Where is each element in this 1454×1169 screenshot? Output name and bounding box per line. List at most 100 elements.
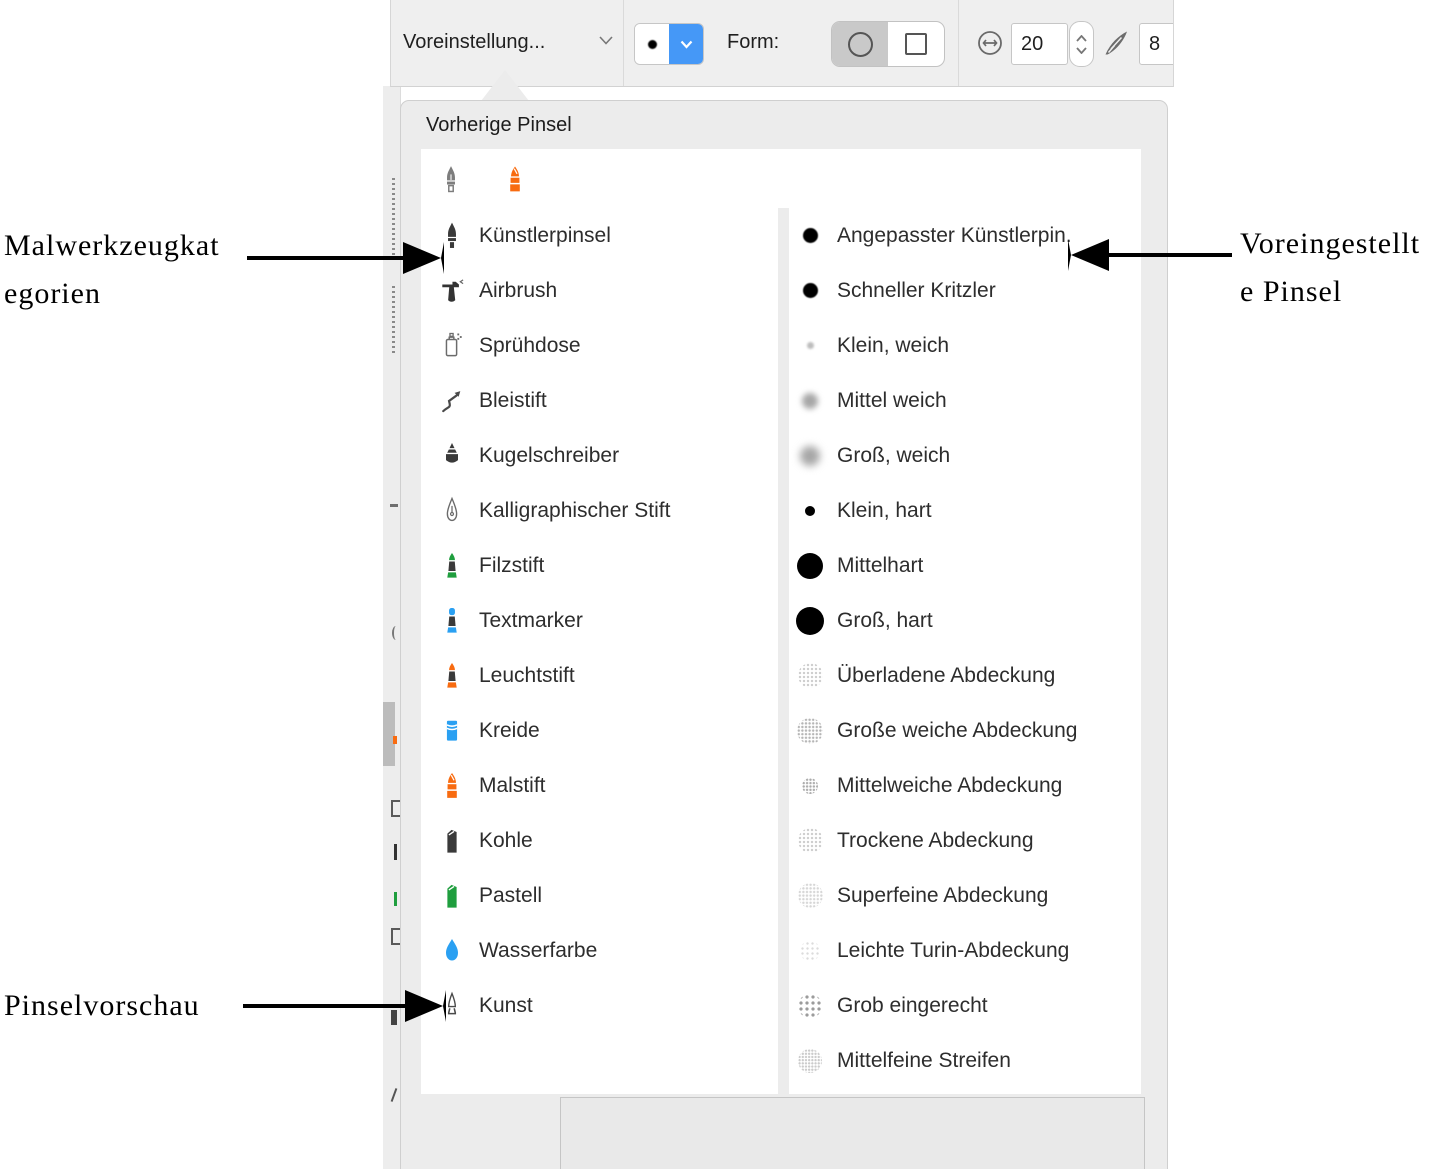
preset-icon-cell xyxy=(793,272,827,310)
preset-icon-cell xyxy=(793,822,827,860)
category-row[interactable]: Airbrush xyxy=(421,263,778,318)
preset-icon-cell xyxy=(793,437,827,475)
preset-icon-cell xyxy=(793,492,827,530)
toolbar-separator xyxy=(958,0,959,86)
category-row[interactable]: Kugelschreiber xyxy=(421,428,778,483)
category-row[interactable]: Kalligraphischer Stift xyxy=(421,483,778,538)
toolbox-strip-fragment xyxy=(390,504,398,507)
toolbox-strip-fragment xyxy=(391,928,400,945)
category-row[interactable]: Malstift xyxy=(421,758,778,813)
preset-row[interactable]: Superfeine Abdeckung xyxy=(789,868,1141,923)
preset-icon-cell xyxy=(793,712,827,750)
preset-icon-cell xyxy=(793,217,827,255)
hard-large-dot-icon xyxy=(797,552,823,579)
preset-dropdown[interactable]: Voreinstellung... xyxy=(391,0,623,86)
feather-value: 8 xyxy=(1149,32,1161,55)
category-row[interactable]: Künstlerpinsel xyxy=(421,208,778,263)
preset-row[interactable]: Trockene Abdeckung xyxy=(789,813,1141,868)
category-row[interactable]: Kreide xyxy=(421,703,778,758)
brush-preview-area xyxy=(560,1097,1145,1169)
feather-input[interactable]: 8 xyxy=(1139,23,1173,65)
preset-label: Angepasster Künstlerpin. xyxy=(837,223,1072,247)
preset-row[interactable]: Klein, weich xyxy=(789,318,1141,373)
stroke-width-value: 20 xyxy=(1021,32,1044,55)
speckle-sparse-icon xyxy=(800,940,820,961)
category-row[interactable]: Pastell xyxy=(421,868,778,923)
category-icon-cell xyxy=(435,877,469,915)
preset-label: Mittelfeine Streifen xyxy=(837,1048,1011,1072)
stroke-width-stepper[interactable] xyxy=(1069,21,1094,67)
category-label: Kreide xyxy=(479,718,540,742)
preset-label: Leichte Turin-Abdeckung xyxy=(837,938,1070,962)
annotation-preview-label: Pinselvorschau xyxy=(4,989,200,1022)
square-shape-option[interactable] xyxy=(888,22,944,66)
hard-small-dot-icon xyxy=(805,505,815,516)
preset-row[interactable]: Leichte Turin-Abdeckung xyxy=(789,923,1141,978)
property-bar: Voreinstellung... Form: xyxy=(390,0,1174,87)
category-label: Pastell xyxy=(479,883,543,907)
preset-row[interactable]: Mittel weich xyxy=(789,373,1141,428)
category-label: Kunst xyxy=(479,993,533,1017)
hard-xlarge-dot-icon xyxy=(796,606,824,635)
category-row[interactable]: Filzstift xyxy=(421,538,778,593)
category-icon-cell xyxy=(435,602,469,640)
preset-row[interactable]: Schneller Kritzler xyxy=(789,263,1141,318)
preset-icon-cell xyxy=(793,602,827,640)
filzstift-icon xyxy=(440,551,464,580)
kohle-icon xyxy=(440,826,464,855)
category-row[interactable]: Wasserfarbe xyxy=(421,923,778,978)
toolbox-strip-fragment xyxy=(393,736,397,744)
preset-row[interactable]: Große weiche Abdeckung xyxy=(789,703,1141,758)
preset-row[interactable]: Grob eingerecht xyxy=(789,978,1141,1033)
toolbox-strip-fragment xyxy=(390,1088,398,1102)
orange-crayon-icon[interactable] xyxy=(503,161,527,197)
stroke-width-input[interactable]: 20 xyxy=(1011,23,1068,65)
speckle-coarse-icon xyxy=(798,993,822,1018)
annotation-categories-line1: Malwerkzeugkat xyxy=(4,229,220,262)
speckle-mid-large-icon xyxy=(797,717,823,744)
stroke-width-icon xyxy=(978,31,1002,55)
preset-row[interactable]: Mittelfeine Streifen xyxy=(789,1033,1141,1088)
feather-icon xyxy=(1105,31,1127,55)
category-row[interactable]: Kunst xyxy=(421,978,778,1033)
annotation-arrowhead xyxy=(1068,239,1109,271)
preset-label: Große weiche Abdeckung xyxy=(837,718,1078,742)
preset-icon-cell xyxy=(793,1042,827,1080)
annotation-preview: Pinselvorschau xyxy=(4,982,200,1030)
stroke-style-selector[interactable] xyxy=(634,23,704,65)
preset-label: Klein, hart xyxy=(837,498,932,522)
preset-row[interactable]: Überladene Abdeckung xyxy=(789,648,1141,703)
category-row[interactable]: Leuchtstift xyxy=(421,648,778,703)
pastell-icon xyxy=(440,881,464,910)
spruehdose-icon xyxy=(440,331,464,360)
preset-label: Mittelweiche Abdeckung xyxy=(837,773,1063,797)
preset-label: Superfeine Abdeckung xyxy=(837,883,1049,907)
popup-title: Vorherige Pinsel xyxy=(426,114,572,136)
preset-dropdown-label: Voreinstellung... xyxy=(403,31,546,53)
preset-row[interactable]: Angepasster Künstlerpin. xyxy=(789,208,1141,263)
leuchtstift-icon xyxy=(440,661,464,690)
preset-label: Grob eingerecht xyxy=(837,993,988,1017)
preset-icon-cell xyxy=(793,987,827,1025)
preset-row[interactable]: Klein, hart xyxy=(789,483,1141,538)
preset-row[interactable]: Groß, hart xyxy=(789,593,1141,648)
preset-row[interactable]: Groß, weich xyxy=(789,428,1141,483)
annotation-arrow-line xyxy=(243,1004,405,1008)
category-icon-cell xyxy=(435,547,469,585)
gray-artist-brush-icon[interactable] xyxy=(439,161,463,197)
preset-row[interactable]: Mittelhart xyxy=(789,538,1141,593)
annotation-arrowhead xyxy=(405,990,446,1022)
chevron-down-icon xyxy=(680,40,692,49)
preset-row[interactable]: Mittelweiche Abdeckung xyxy=(789,758,1141,813)
toolbox-strip-fragment xyxy=(392,626,400,640)
circle-shape-option[interactable] xyxy=(832,22,888,66)
preset-icon-cell xyxy=(793,547,827,585)
previous-brushes-row xyxy=(421,149,1141,208)
category-row[interactable]: Bleistift xyxy=(421,373,778,428)
category-row[interactable]: Kohle xyxy=(421,813,778,868)
category-row[interactable]: Textmarker xyxy=(421,593,778,648)
category-row[interactable]: Sprühdose xyxy=(421,318,778,373)
bleistift-icon xyxy=(440,386,464,415)
speckle-mid-small-icon xyxy=(802,777,818,794)
stroke-style-dropdown-button[interactable] xyxy=(669,24,703,64)
